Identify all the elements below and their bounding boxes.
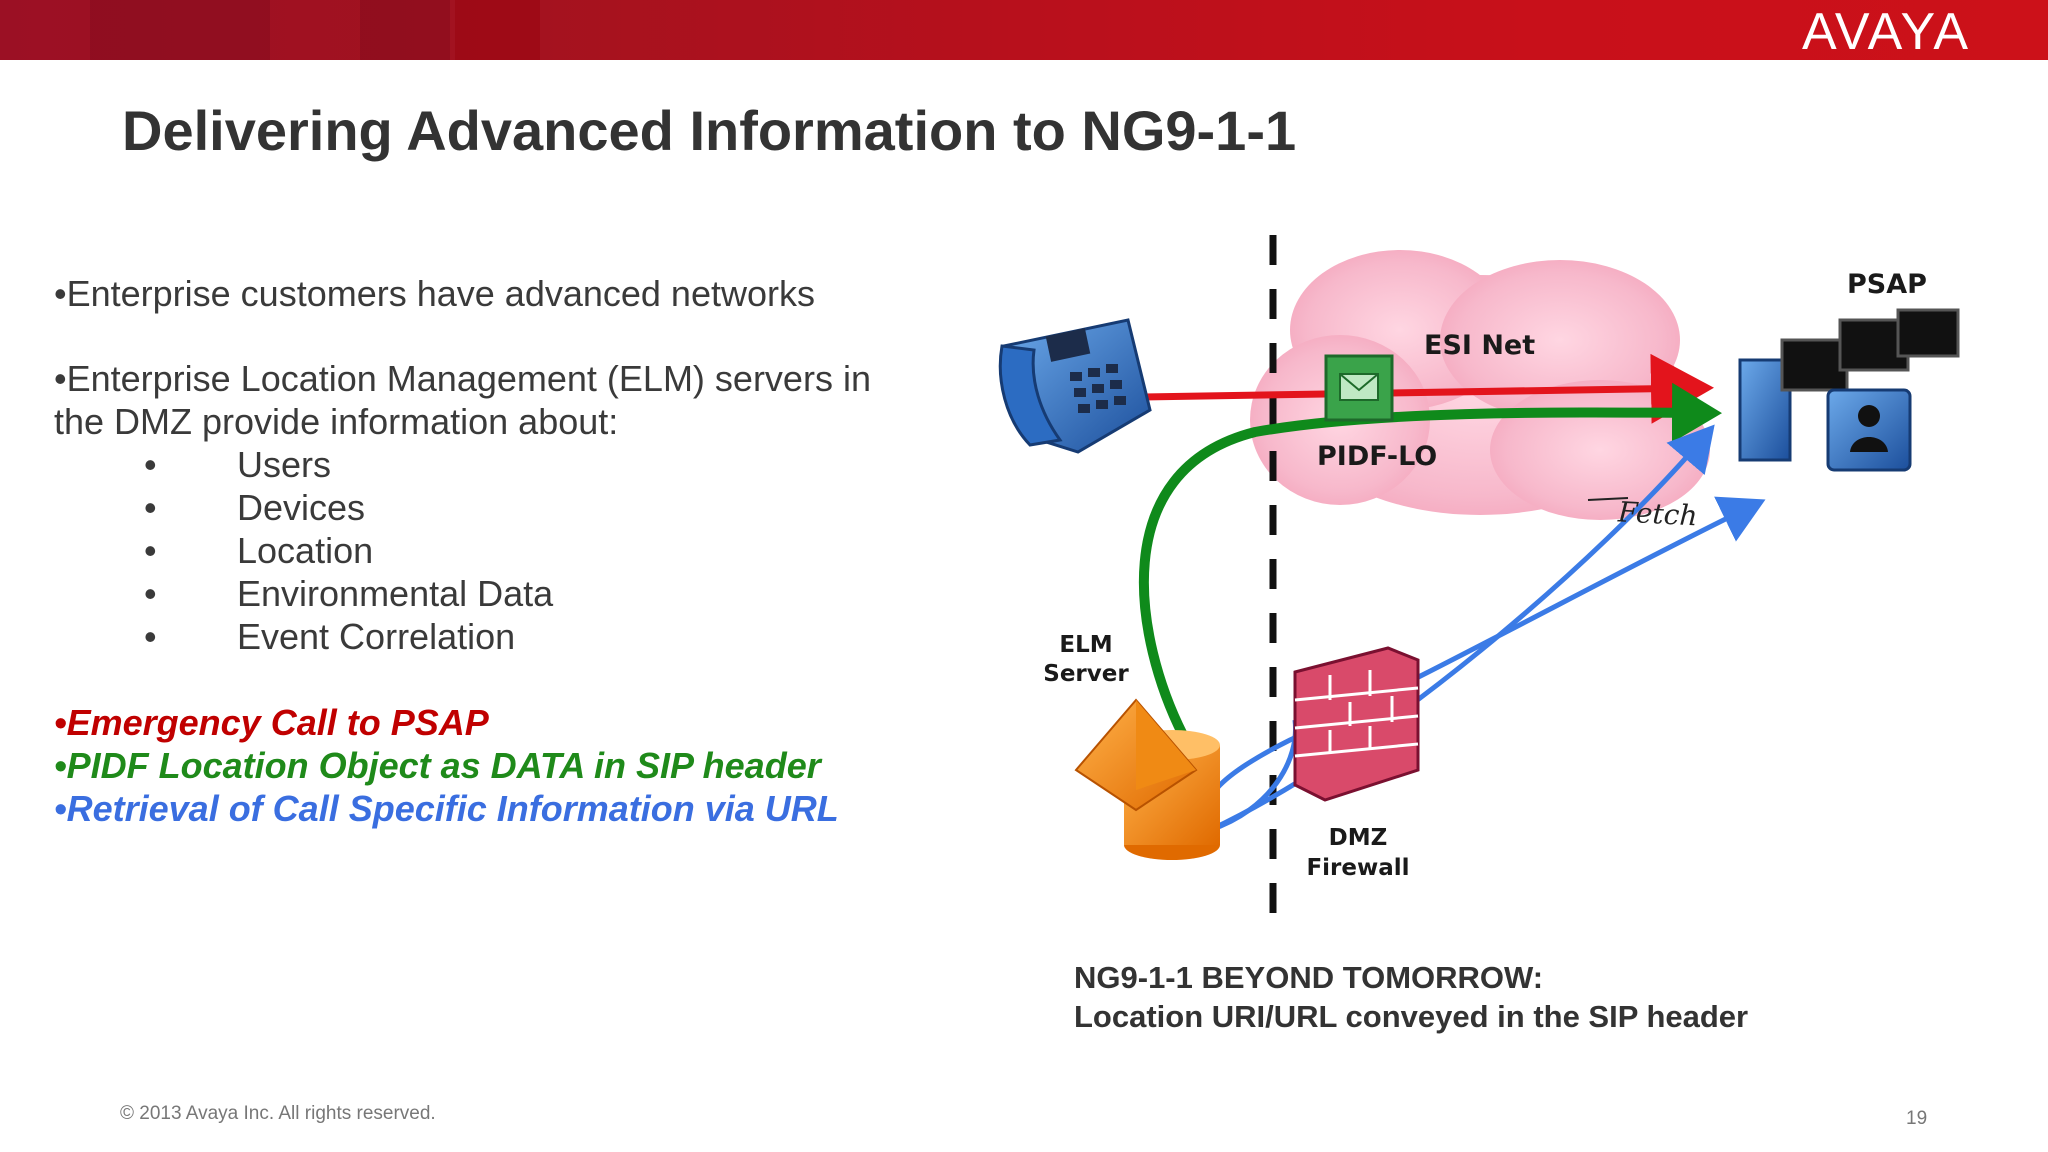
sub-bullet-label: Location xyxy=(237,530,374,571)
psap-label: PSAP xyxy=(1847,269,1927,300)
sub-bullet-users: • Users xyxy=(54,443,954,486)
emergency-call-arrow xyxy=(1139,353,1714,424)
header-banner xyxy=(0,0,2048,60)
bullet-marker: • xyxy=(144,444,157,485)
caption-line2: Location URI/URL conveyed in the SIP hea… xyxy=(1074,999,1749,1034)
psap-workstation-icon xyxy=(1738,308,1960,472)
firewall-icon xyxy=(1293,646,1420,802)
slide-title: Delivering Advanced Information to NG9-1… xyxy=(122,99,1297,162)
dmz-label-line2: Firewall xyxy=(1306,855,1409,881)
bullet-marker: • xyxy=(144,616,157,657)
pidf-lo-label: PIDF-LO xyxy=(1317,441,1437,472)
caption-line1: NG9-1-1 BEYOND TOMORROW: xyxy=(1074,960,1544,995)
fetch-arrow-return xyxy=(1209,719,1299,833)
bullet-marker: • xyxy=(144,487,157,528)
highlight-emergency-call: •Emergency Call to PSAP xyxy=(54,702,489,743)
dmz-label-line1: DMZ xyxy=(1329,825,1388,851)
sub-bullet-label: Event Correlation xyxy=(237,616,516,657)
copyright-footer: © 2013 Avaya Inc. All rights reserved. xyxy=(120,1103,436,1124)
page-number: 19 xyxy=(1906,1108,1928,1129)
sub-bullet-event-correlation: • Event Correlation xyxy=(54,615,954,658)
highlight-url-retrieval: •Retrieval of Call Specific Information … xyxy=(54,788,839,829)
sub-bullet-location: • Location xyxy=(54,529,954,572)
esi-net-cloud xyxy=(1250,250,1710,520)
esi-net-label: ESI Net xyxy=(1424,330,1535,361)
highlight-pidf-object: •PIDF Location Object as DATA in SIP hea… xyxy=(54,745,821,786)
avaya-logo: AVAYA xyxy=(1802,3,1970,61)
elm-server-icon xyxy=(1074,698,1220,860)
elm-label-line2: Server xyxy=(1043,661,1129,687)
fetch-label: Fetch xyxy=(1616,495,1698,532)
bullet-elm-line2: the DMZ provide information about: xyxy=(54,401,619,442)
bullet-marker: • xyxy=(144,573,157,614)
sub-bullet-label: Devices xyxy=(237,487,366,528)
fetch-arrow-upper xyxy=(1208,424,1715,833)
diagram-caption: NG9-1-1 BEYOND TOMORROW: Location URI/UR… xyxy=(1074,958,1748,1036)
bullet-list: •Enterprise customers have advanced netw… xyxy=(54,272,954,830)
elm-label-line1: ELM xyxy=(1059,632,1112,658)
envelope-icon xyxy=(1324,354,1394,422)
telephone-icon xyxy=(998,318,1152,454)
sub-bullet-environmental-data: • Environmental Data xyxy=(54,572,954,615)
bullet-marker: • xyxy=(144,530,157,571)
bullet-advanced-networks: •Enterprise customers have advanced netw… xyxy=(54,273,815,314)
pidf-arrow xyxy=(1138,382,1722,738)
sub-bullet-devices: • Devices xyxy=(54,486,954,529)
bullet-elm-line1: •Enterprise Location Management (ELM) se… xyxy=(54,358,871,399)
sub-bullet-label: Environmental Data xyxy=(237,573,554,614)
sub-bullet-label: Users xyxy=(237,444,332,485)
fetch-arrow-lower xyxy=(1202,496,1766,832)
fetch-underline xyxy=(1587,497,1629,501)
